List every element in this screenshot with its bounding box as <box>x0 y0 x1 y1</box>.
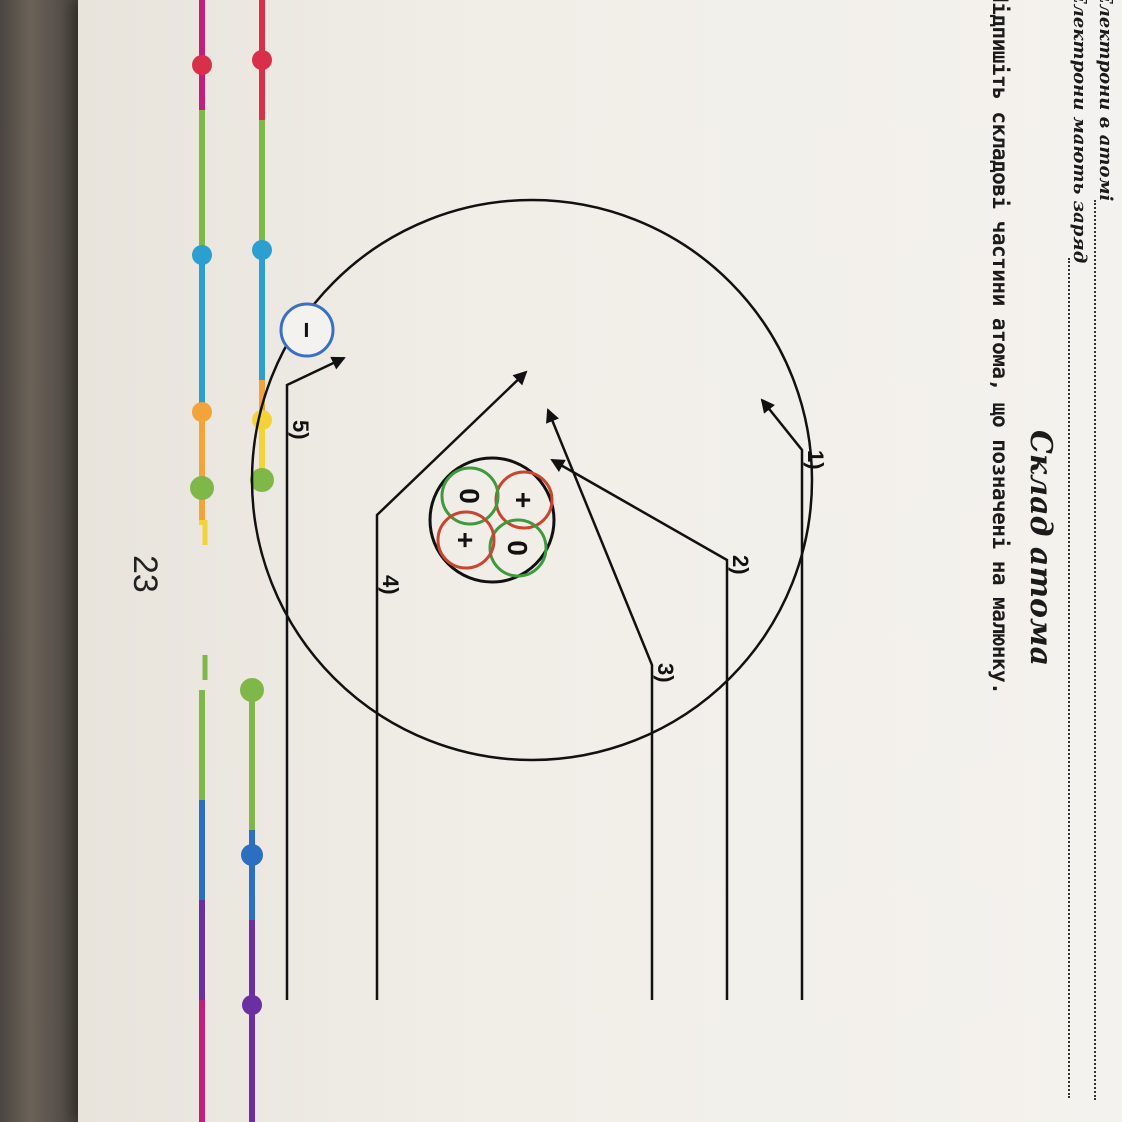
atom-diagram: + 0 0 + − 1) 2) 3) 4) 5) <box>190 0 828 1122</box>
electron-circle <box>279 302 335 358</box>
pointer-line-4 <box>375 370 528 1000</box>
atom-outer-shell <box>250 198 814 762</box>
label-2: 2) <box>728 555 753 575</box>
proton-sign: + <box>508 492 539 508</box>
proton-circle <box>494 470 554 530</box>
neutron-sign: 0 <box>502 540 533 556</box>
neutron-circle <box>440 466 500 526</box>
rotated-page-content: Електрони в атомі Електрони мають заряд … <box>78 0 1122 1122</box>
label-4: 4) <box>378 575 403 595</box>
page-number: 23 <box>126 555 164 593</box>
proton-sign: + <box>450 532 481 548</box>
decorative-color-rails <box>190 0 274 1122</box>
label-3: 3) <box>653 663 678 683</box>
workbook-page: Електрони в атомі Електрони мають заряд … <box>78 0 1122 1122</box>
neutron-sign: 0 <box>454 488 485 504</box>
pointer-line-1 <box>760 398 804 1000</box>
pointer-line-2 <box>550 458 729 1000</box>
neutron-circle <box>488 518 548 578</box>
proton-circle <box>436 510 496 570</box>
electron-sign: − <box>291 322 322 338</box>
label-1: 1) <box>803 450 828 470</box>
pointer-line-5 <box>285 356 346 1000</box>
label-5: 5) <box>288 420 313 440</box>
nucleus <box>428 456 556 584</box>
pointer-line-3 <box>546 408 654 1000</box>
